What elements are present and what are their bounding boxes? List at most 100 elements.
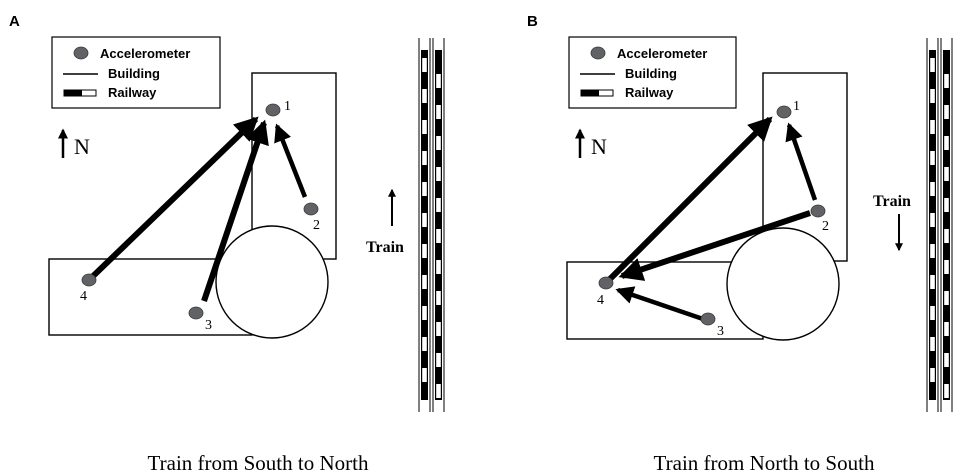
sensor-label-3: 3 [205, 318, 212, 333]
rail-segment [930, 213, 935, 227]
rail-segment [422, 120, 427, 134]
rail-segment [436, 229, 441, 243]
rail-segment [422, 182, 427, 196]
rail-segment [422, 89, 427, 103]
panel-caption: Train from North to South [654, 451, 875, 474]
accelerometer-4 [81, 273, 97, 287]
north-indicator: N [58, 128, 90, 159]
rail-track [943, 50, 950, 400]
sensor-label-1: 1 [793, 99, 800, 114]
accelerometer-1 [265, 103, 281, 117]
sensors: 1 2 3 4 [80, 99, 320, 333]
accelerometer-3 [188, 306, 204, 320]
rail-segment [930, 89, 935, 103]
panel-b: B Accelerometer Building Railway N [527, 13, 953, 474]
path-4-to-1 [86, 116, 259, 283]
rail-segment [930, 182, 935, 196]
railway [926, 38, 953, 412]
railway-legend-icon [580, 89, 614, 97]
rail-segment [944, 353, 949, 367]
rail-segment [930, 368, 935, 382]
rail-segment [944, 198, 949, 212]
sensor-label-3: 3 [717, 324, 724, 339]
rail-segment [422, 368, 427, 382]
accelerometer-4 [598, 276, 614, 290]
rail-segment [944, 229, 949, 243]
panel-letter: B [527, 13, 538, 30]
accelerometer-2 [810, 204, 826, 218]
accelerometer-2 [303, 202, 319, 216]
rail-segment [436, 198, 441, 212]
path-2-to-4 [618, 210, 811, 281]
rail-segment [422, 244, 427, 258]
path-2-to-1 [274, 123, 308, 198]
train-label: Train [366, 239, 404, 256]
train-indicator: Train [873, 193, 911, 252]
panel-a: A Accelerometer Building Railway N [9, 13, 445, 474]
rail-segment [930, 337, 935, 351]
rail-segment [944, 136, 949, 150]
rail-segment [436, 74, 441, 88]
railway [418, 38, 445, 412]
rail-segment [944, 74, 949, 88]
rail-segment [422, 151, 427, 165]
accelerometer-3 [700, 312, 716, 326]
rail-segment [422, 213, 427, 227]
accelerometer-1 [776, 105, 792, 119]
sensor-label-4: 4 [597, 293, 604, 308]
rail-segment [930, 244, 935, 258]
rail-segment [930, 58, 935, 72]
sensor-label-4: 4 [80, 289, 87, 304]
north-indicator: N [575, 128, 607, 159]
rail-segment [436, 105, 441, 119]
rail-segment [930, 306, 935, 320]
panel-caption: Train from South to North [148, 451, 369, 474]
rail-track [435, 50, 442, 400]
rail-segment [944, 167, 949, 181]
rail-segment [436, 384, 441, 398]
propagation-paths [603, 116, 818, 322]
sensor-label-2: 2 [313, 218, 320, 233]
rail-segment [436, 291, 441, 305]
rail-segment [930, 275, 935, 289]
legend-accelerometer-label: Accelerometer [617, 46, 707, 61]
rail-segment [944, 384, 949, 398]
sensor-label-1: 1 [284, 99, 291, 114]
rail-segment [436, 353, 441, 367]
sensor-label-2: 2 [822, 219, 829, 234]
rail-segment [436, 322, 441, 336]
sensors: 1 2 3 4 [597, 99, 829, 339]
path-4-to-1 [603, 116, 773, 286]
rail-segment [944, 260, 949, 274]
rail-segment [930, 120, 935, 134]
accelerometer-legend-icon [73, 46, 89, 60]
path-3-to-1 [201, 119, 269, 302]
building-rotunda [215, 225, 329, 339]
path-3-to-4 [615, 286, 704, 322]
legend-railway-label: Railway [625, 85, 674, 100]
legend-railway-label: Railway [108, 85, 157, 100]
legend-accelerometer-label: Accelerometer [100, 46, 190, 61]
panel-letter: A [9, 13, 20, 30]
rail-segment [944, 105, 949, 119]
legend: Accelerometer Building Railway [51, 36, 221, 109]
legend: Accelerometer Building Railway [568, 36, 737, 109]
north-label: N [591, 134, 607, 159]
propagation-paths [86, 116, 308, 302]
rail-segment [930, 151, 935, 165]
rail-segment [422, 58, 427, 72]
building [48, 72, 337, 339]
train-label: Train [873, 193, 911, 210]
rail-segment [422, 275, 427, 289]
train-indicator: Train [366, 188, 404, 256]
accelerometer-legend-icon [590, 46, 606, 60]
rail-segment [436, 136, 441, 150]
building-rotunda [726, 227, 840, 341]
building [566, 72, 848, 341]
legend-building-label: Building [108, 66, 160, 81]
rail-segment [944, 291, 949, 305]
rail-segment [422, 337, 427, 351]
railway-legend-icon [63, 89, 97, 97]
path-2-to-1 [785, 122, 818, 201]
